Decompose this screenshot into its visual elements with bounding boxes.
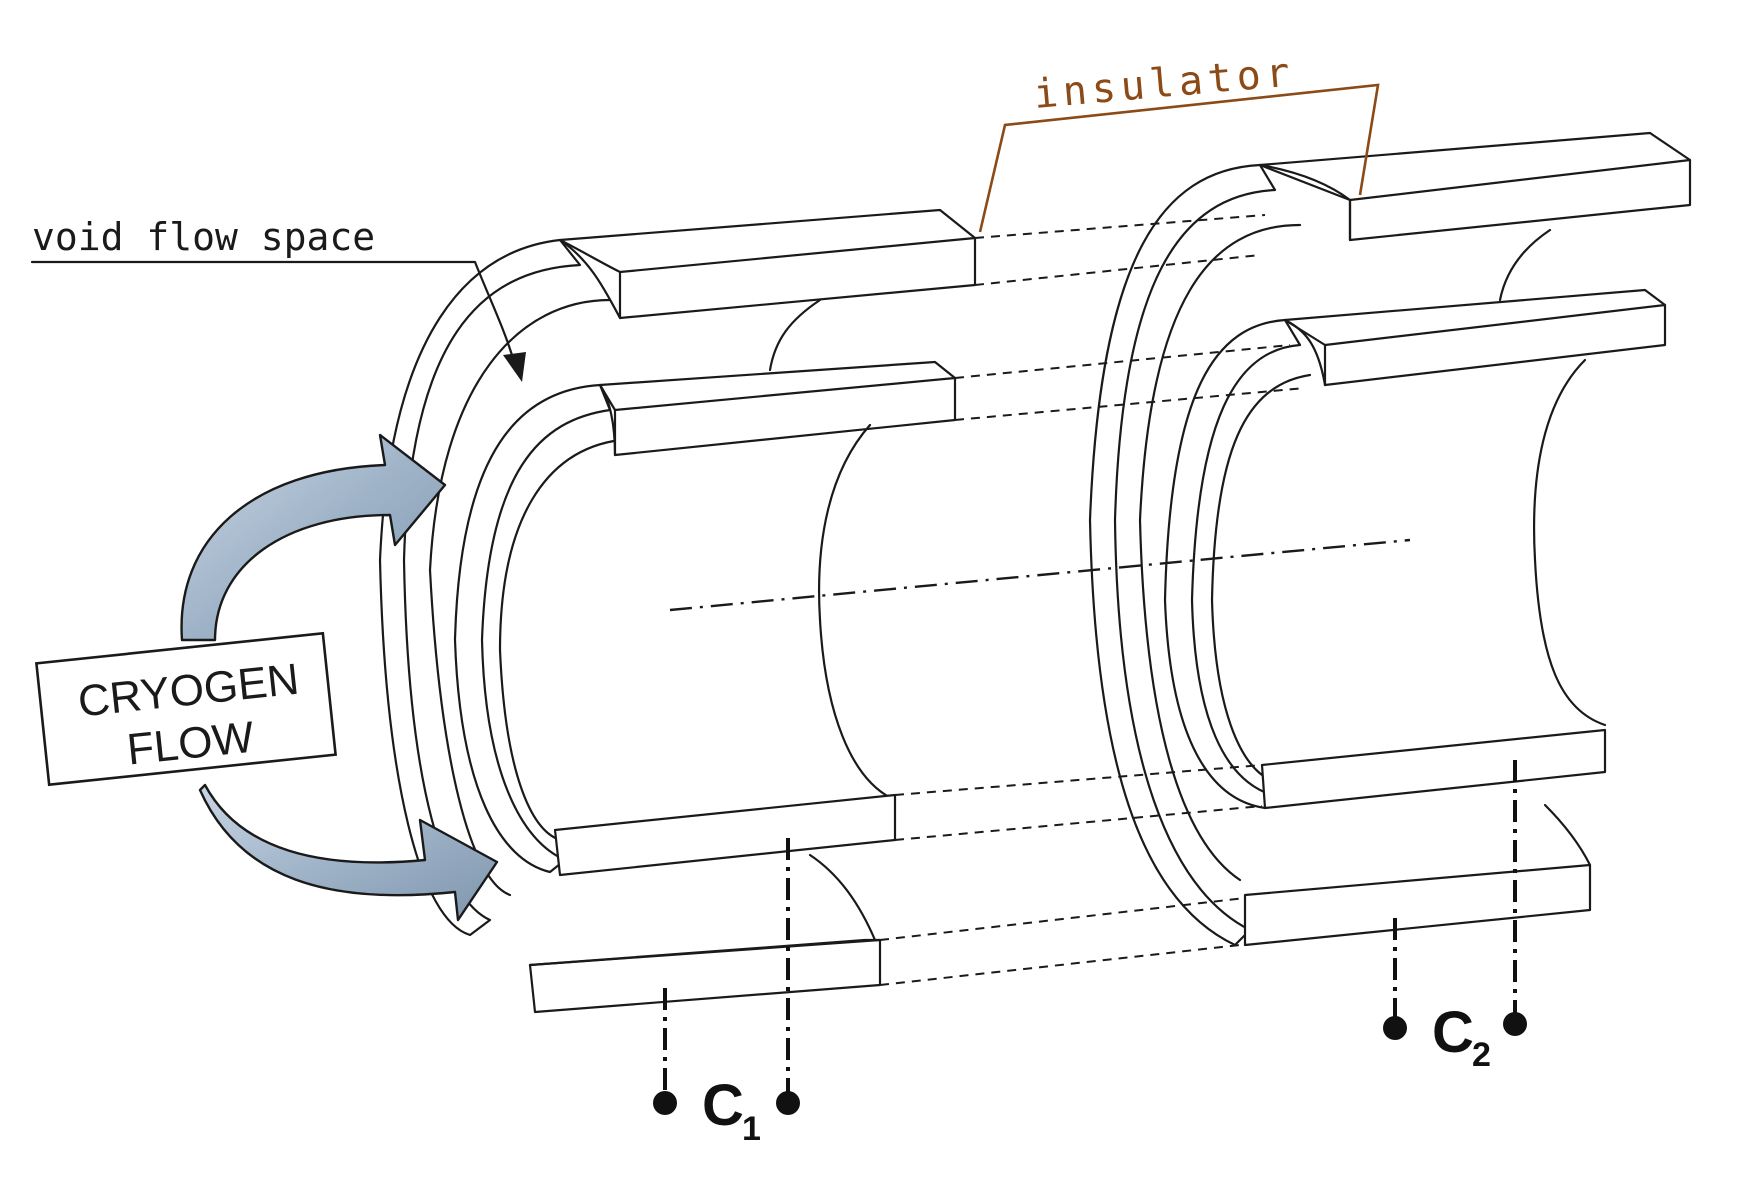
- c2-leads: [1383, 760, 1527, 1040]
- c1-outer-ring-inner-edge: [428, 298, 612, 897]
- c1-inner-ring-face: [453, 383, 612, 874]
- c2-label: C: [1432, 1000, 1474, 1065]
- void-flow-space-arrowhead: [503, 352, 526, 382]
- c2-inner-ring-face: [1163, 318, 1302, 810]
- insulator-bracket: [978, 83, 1380, 233]
- c1-leads: [653, 838, 800, 1115]
- c1-outer-ring-face: [378, 238, 582, 937]
- c1-inner-top-bar: [598, 360, 957, 457]
- c2-inner-bottom-bar: [1260, 728, 1607, 810]
- c2-inner-top-bar: [1283, 288, 1667, 387]
- void-flow-space-underline: [30, 260, 517, 367]
- c2-outer-bottom-bar: [1243, 863, 1592, 947]
- c1-inner-bottom-bar: [553, 793, 897, 877]
- cryogen-flow-box: [34, 631, 338, 787]
- c1-terminal-outer: [653, 1091, 677, 1115]
- center-axis: [669, 538, 1411, 612]
- c1-outer-top-bar: [559, 208, 977, 320]
- insulator-hidden-lines: [879, 214, 1306, 986]
- c1-label: C: [702, 1073, 744, 1138]
- cryogen-flow-arrows: [180, 433, 499, 922]
- c1-terminal-inner: [776, 1091, 800, 1115]
- c1-inner-bore-arc: [817, 423, 897, 802]
- electrode-c2: [1088, 131, 1692, 947]
- c2-subscript: 2: [1472, 1036, 1491, 1074]
- c2-outer-top-bar: [1258, 131, 1692, 242]
- c2-terminal-inner: [1503, 1012, 1527, 1036]
- c2-outer-ring-inner-edge: [1138, 223, 1302, 882]
- electrode-c1: [378, 208, 977, 1014]
- c2-inner-ring-inner-edge: [1210, 373, 1312, 782]
- c1-outer-bottom-bar: [528, 938, 882, 1014]
- c2-inner-bore-arc: [1532, 358, 1607, 727]
- void-flow-space-label: void flow space: [32, 215, 375, 259]
- cryogen-arrow-lower: [198, 783, 499, 922]
- c2-terminal-outer: [1383, 1016, 1407, 1040]
- c1-subscript: 1: [742, 1110, 761, 1148]
- c1-inner-ring-inner-edge: [498, 438, 622, 842]
- cryogen-arrow-upper: [180, 433, 447, 642]
